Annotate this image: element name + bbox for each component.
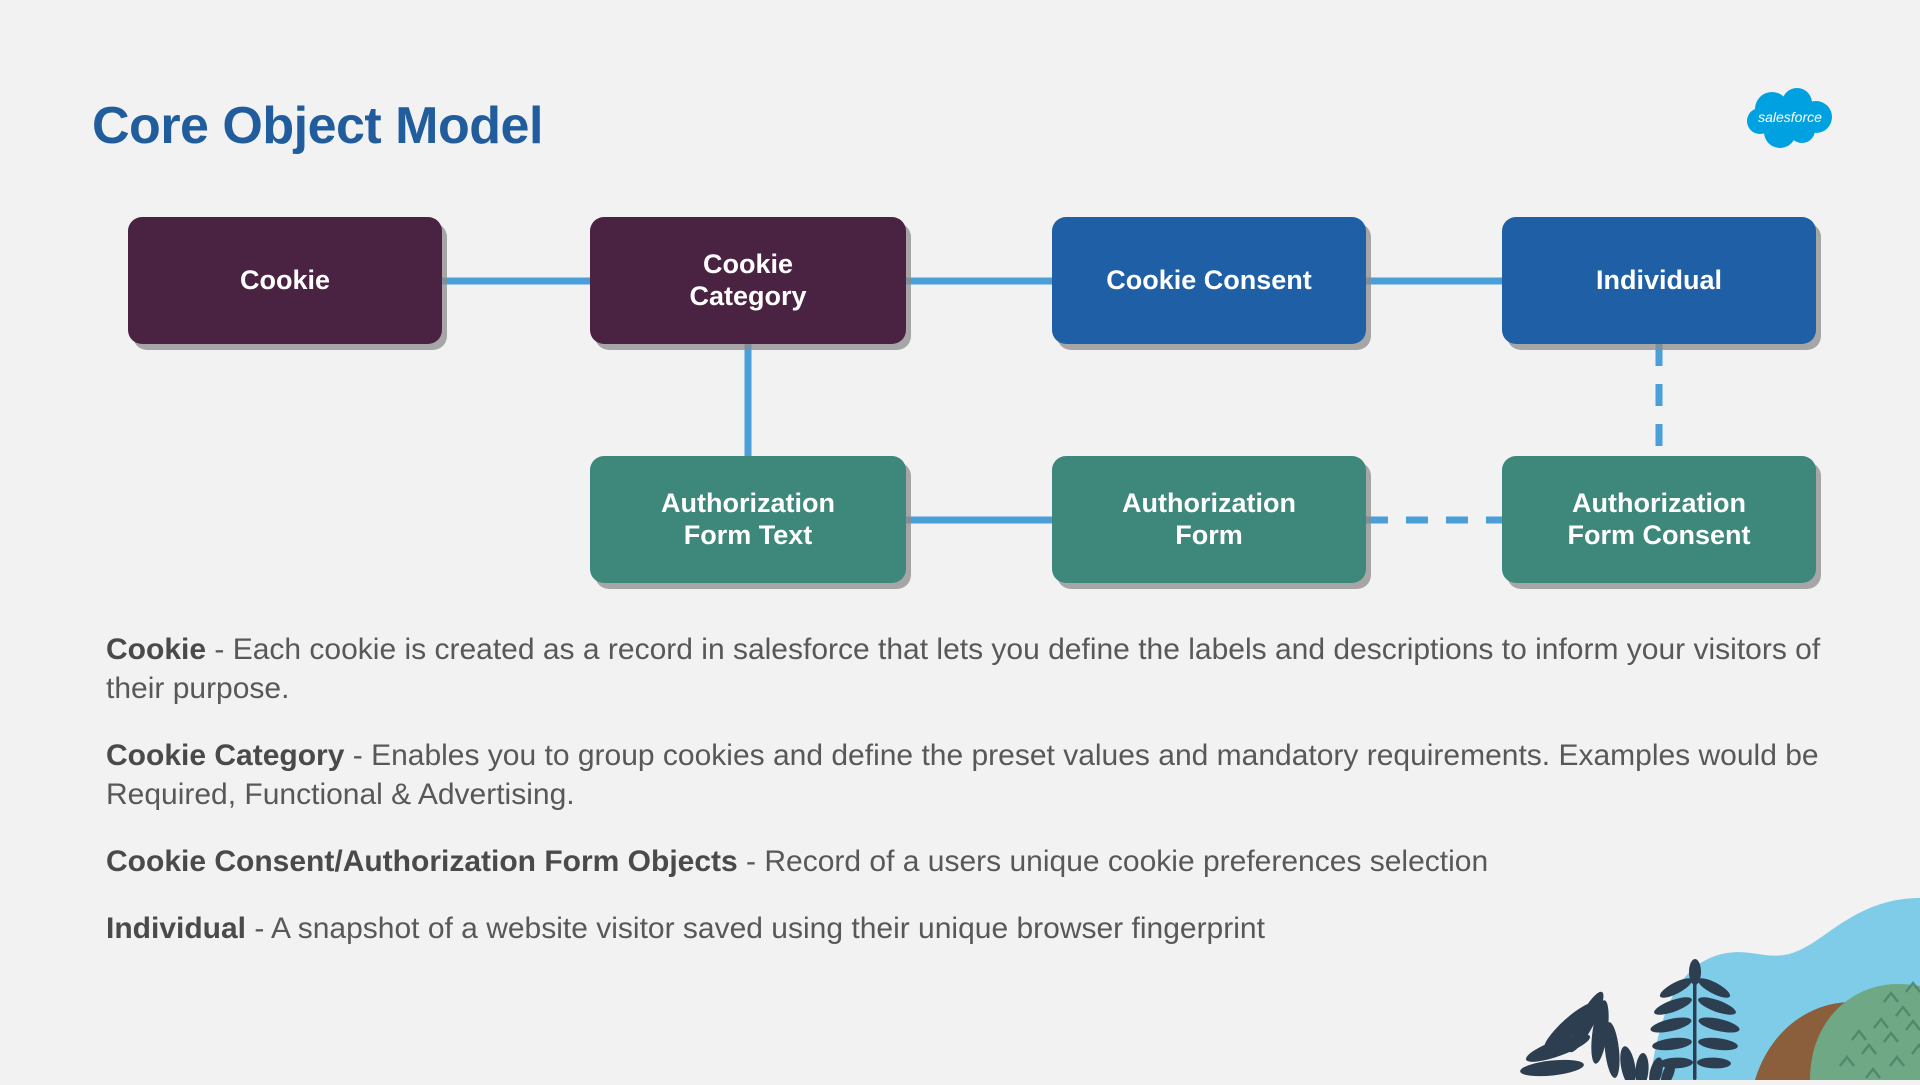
node-cookie-consent[interactable]: Cookie Consent <box>1052 217 1366 344</box>
node-individual-label: Individual <box>1595 264 1722 295</box>
green-bush-shape <box>1810 984 1920 1080</box>
description-text: Enables you to group cookies and define … <box>106 739 1819 811</box>
grass-tufts <box>1620 1046 1676 1085</box>
description-item-individual: Individual - A snapshot of a website vis… <box>106 909 1866 948</box>
description-separator: - <box>737 845 765 878</box>
node-individual[interactable]: Individual <box>1502 217 1816 344</box>
description-term: Cookie Category <box>106 739 345 772</box>
node-cookie-label: Cookie <box>239 264 331 295</box>
page-title: Core Object Model <box>92 97 543 155</box>
description-list: Cookie - Each cookie is created as a rec… <box>106 630 1866 948</box>
description-term: Cookie <box>106 633 207 666</box>
description-text: A snapshot of a website visitor saved us… <box>271 912 1265 945</box>
bush-texture <box>1839 981 1920 1079</box>
fern-frond-center <box>1650 959 1740 1080</box>
node-cookie-consent-label: Cookie Consent <box>1106 264 1312 295</box>
description-separator: - <box>246 912 272 945</box>
description-item-cookie-category: Cookie Category - Enables you to group c… <box>106 736 1866 814</box>
description-text: Record of a users unique cookie preferen… <box>764 845 1489 878</box>
description-item-cookie-consent-auth-form-objects: Cookie Consent/Authorization Form Object… <box>106 842 1866 881</box>
brown-hill-shape <box>1755 1002 1920 1080</box>
description-separator: - <box>206 633 233 666</box>
salesforce-cloud-logo: salesforce <box>1740 85 1840 153</box>
description-text: Each cookie is created as a record in sa… <box>106 633 1821 705</box>
description-item-cookie: Cookie - Each cookie is created as a rec… <box>106 630 1866 708</box>
node-cookie[interactable]: Cookie <box>128 217 442 344</box>
description-term: Individual <box>106 912 247 945</box>
description-term: Cookie Consent/Authorization Form Object… <box>106 845 738 878</box>
salesforce-wordmark: salesforce <box>1758 109 1822 125</box>
palm-fan-left <box>1520 991 1620 1078</box>
description-separator: - <box>344 739 372 772</box>
